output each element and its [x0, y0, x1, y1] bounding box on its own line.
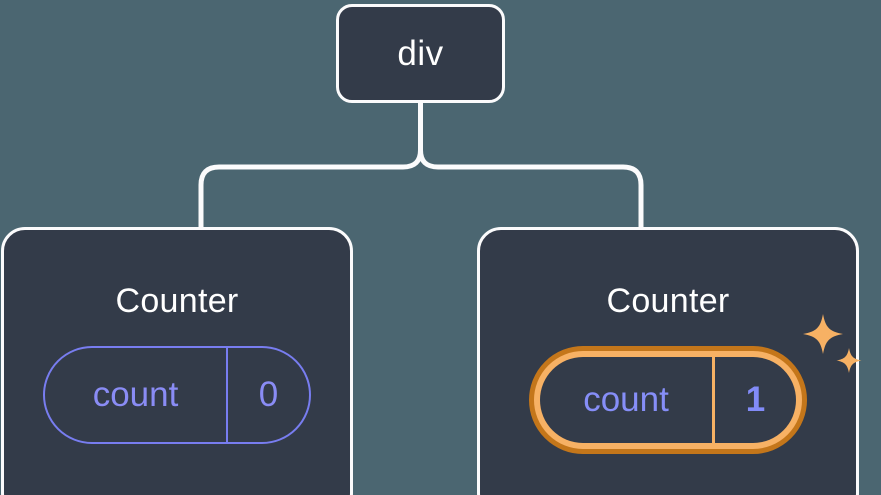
- state-pill-inner: count 1: [540, 357, 796, 443]
- state-pill[interactable]: count 0: [43, 346, 311, 444]
- root-label: div: [397, 34, 444, 73]
- sparkle-large-icon: [803, 314, 843, 354]
- sparkle-small-icon: [836, 348, 862, 373]
- state-pill-wrapper: count 0: [43, 346, 311, 444]
- state-key-label: count: [540, 357, 715, 443]
- node-root-div[interactable]: div: [336, 4, 505, 103]
- state-pill-wrapper: count 1: [529, 314, 862, 454]
- connector-split-right: [418, 147, 644, 230]
- state-value-label: 1: [745, 380, 766, 419]
- node-counter-right[interactable]: Counter count 1: [477, 227, 862, 495]
- connector-split-left: [198, 147, 423, 230]
- node-title: Counter: [606, 282, 730, 320]
- sparkle-group: [803, 314, 862, 373]
- state-value-label: 0: [258, 375, 279, 414]
- node-title: Counter: [115, 282, 239, 320]
- state-pill-highlighted[interactable]: count 1: [529, 346, 807, 454]
- state-key-label: count: [45, 348, 228, 442]
- node-counter-left[interactable]: Counter count 0: [1, 227, 353, 495]
